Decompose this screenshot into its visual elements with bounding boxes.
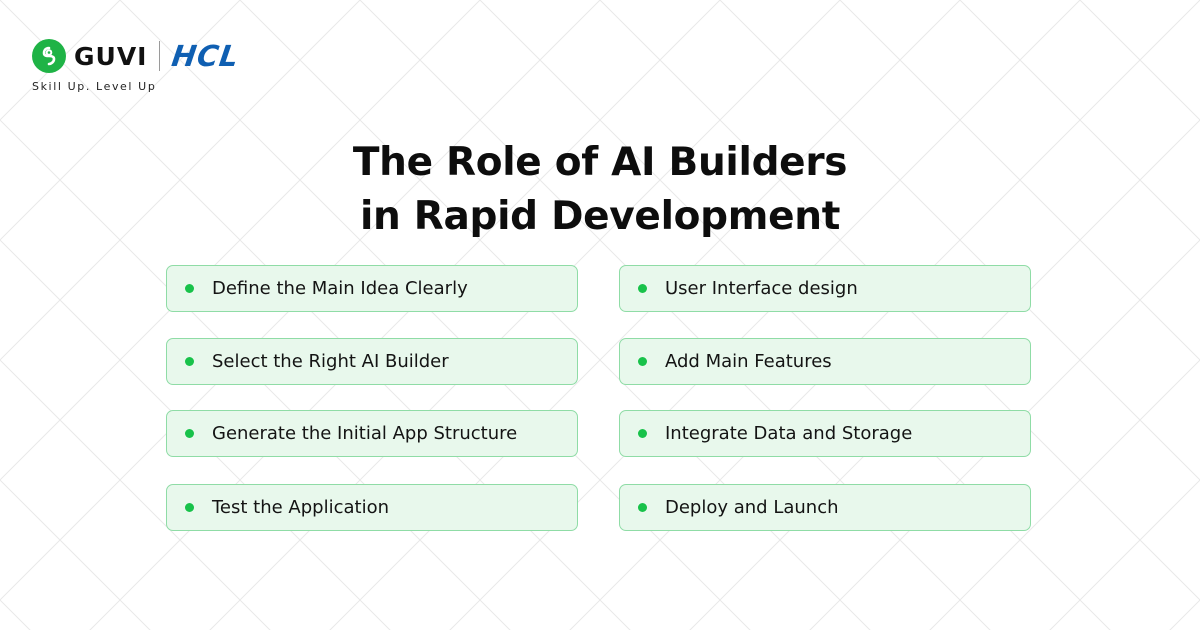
step-label: Define the Main Idea Clearly bbox=[212, 278, 468, 299]
step-card: Integrate Data and Storage bbox=[619, 410, 1031, 457]
step-card: Generate the Initial App Structure bbox=[166, 410, 578, 457]
step-card: Select the Right AI Builder bbox=[166, 338, 578, 385]
step-card: Add Main Features bbox=[619, 338, 1031, 385]
bullet-dot-icon bbox=[638, 357, 647, 366]
step-card: Test the Application bbox=[166, 484, 578, 531]
logo-divider bbox=[159, 41, 161, 71]
step-card: Define the Main Idea Clearly bbox=[166, 265, 578, 312]
bullet-dot-icon bbox=[185, 357, 194, 366]
guvi-logo-icon bbox=[32, 39, 66, 73]
bullet-dot-icon bbox=[638, 503, 647, 512]
logo-tagline: Skill Up. Level Up bbox=[32, 80, 157, 93]
hcl-wordmark: HCL bbox=[170, 39, 242, 73]
step-label: Generate the Initial App Structure bbox=[212, 423, 518, 444]
bullet-dot-icon bbox=[638, 284, 647, 293]
bullet-dot-icon bbox=[185, 429, 194, 438]
title-line-1: The Role of AI Builders bbox=[352, 140, 848, 185]
bullet-dot-icon bbox=[185, 503, 194, 512]
step-label: Add Main Features bbox=[665, 351, 832, 372]
step-card: User Interface design bbox=[619, 265, 1031, 312]
bullet-dot-icon bbox=[638, 429, 647, 438]
page-title: The Role of AI Builders in Rapid Develop… bbox=[0, 136, 1200, 244]
logo-row: GUVI HCL bbox=[32, 38, 332, 74]
guvi-wordmark: GUVI bbox=[74, 41, 148, 71]
brand-logo: GUVI HCL Skill Up. Level Up bbox=[32, 38, 332, 98]
step-label: User Interface design bbox=[665, 278, 858, 299]
title-line-2: in Rapid Development bbox=[359, 194, 841, 239]
step-card: Deploy and Launch bbox=[619, 484, 1031, 531]
bullet-dot-icon bbox=[185, 284, 194, 293]
step-label: Select the Right AI Builder bbox=[212, 351, 449, 372]
step-label: Deploy and Launch bbox=[665, 497, 839, 518]
step-label: Test the Application bbox=[212, 497, 390, 518]
step-label: Integrate Data and Storage bbox=[665, 423, 913, 444]
